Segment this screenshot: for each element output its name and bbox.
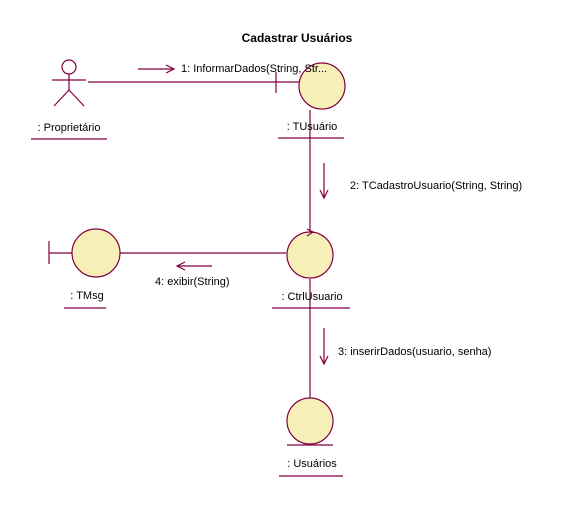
message-arrow-3	[319, 328, 329, 366]
diagram-title: Cadastrar Usuários	[242, 31, 353, 45]
actor-proprietario[interactable]	[52, 59, 86, 107]
control-ctrlusuario[interactable]	[286, 228, 334, 279]
actor-leg-left	[53, 89, 70, 107]
message-label-3: 3: inserirDados(usuario, senha)	[338, 346, 491, 358]
message-label-1: 1: InformarDados(String, Str...	[181, 63, 327, 75]
object-label-tmsg: : TMsg	[70, 290, 103, 302]
object-label-tusuario: : TUsuário	[287, 121, 338, 133]
message-label-2: 2: TCadastroUsuario(String, String)	[350, 180, 522, 192]
control-circle	[286, 231, 334, 279]
message-arrow-1	[138, 64, 176, 74]
entity-usuarios[interactable]	[286, 397, 334, 446]
message-arrow-2	[319, 163, 329, 200]
control-arrowhead	[306, 228, 315, 237]
actor-head	[61, 59, 77, 75]
boundary-circle	[298, 62, 346, 110]
message-label-4: 4: exibir(String)	[155, 276, 230, 288]
actor-leg-right	[68, 89, 85, 107]
object-label-usuarios: : Usuários	[287, 458, 337, 470]
message-arrow-4	[175, 261, 212, 271]
boundary-circle	[71, 228, 121, 278]
entity-circle	[286, 397, 334, 445]
boundary-tmsg[interactable]	[48, 228, 121, 278]
object-label-proprietario: : Proprietário	[38, 122, 101, 134]
object-label-ctrlusuario: : CtrlUsuario	[281, 291, 342, 303]
boundary-tusuario[interactable]	[275, 62, 346, 110]
